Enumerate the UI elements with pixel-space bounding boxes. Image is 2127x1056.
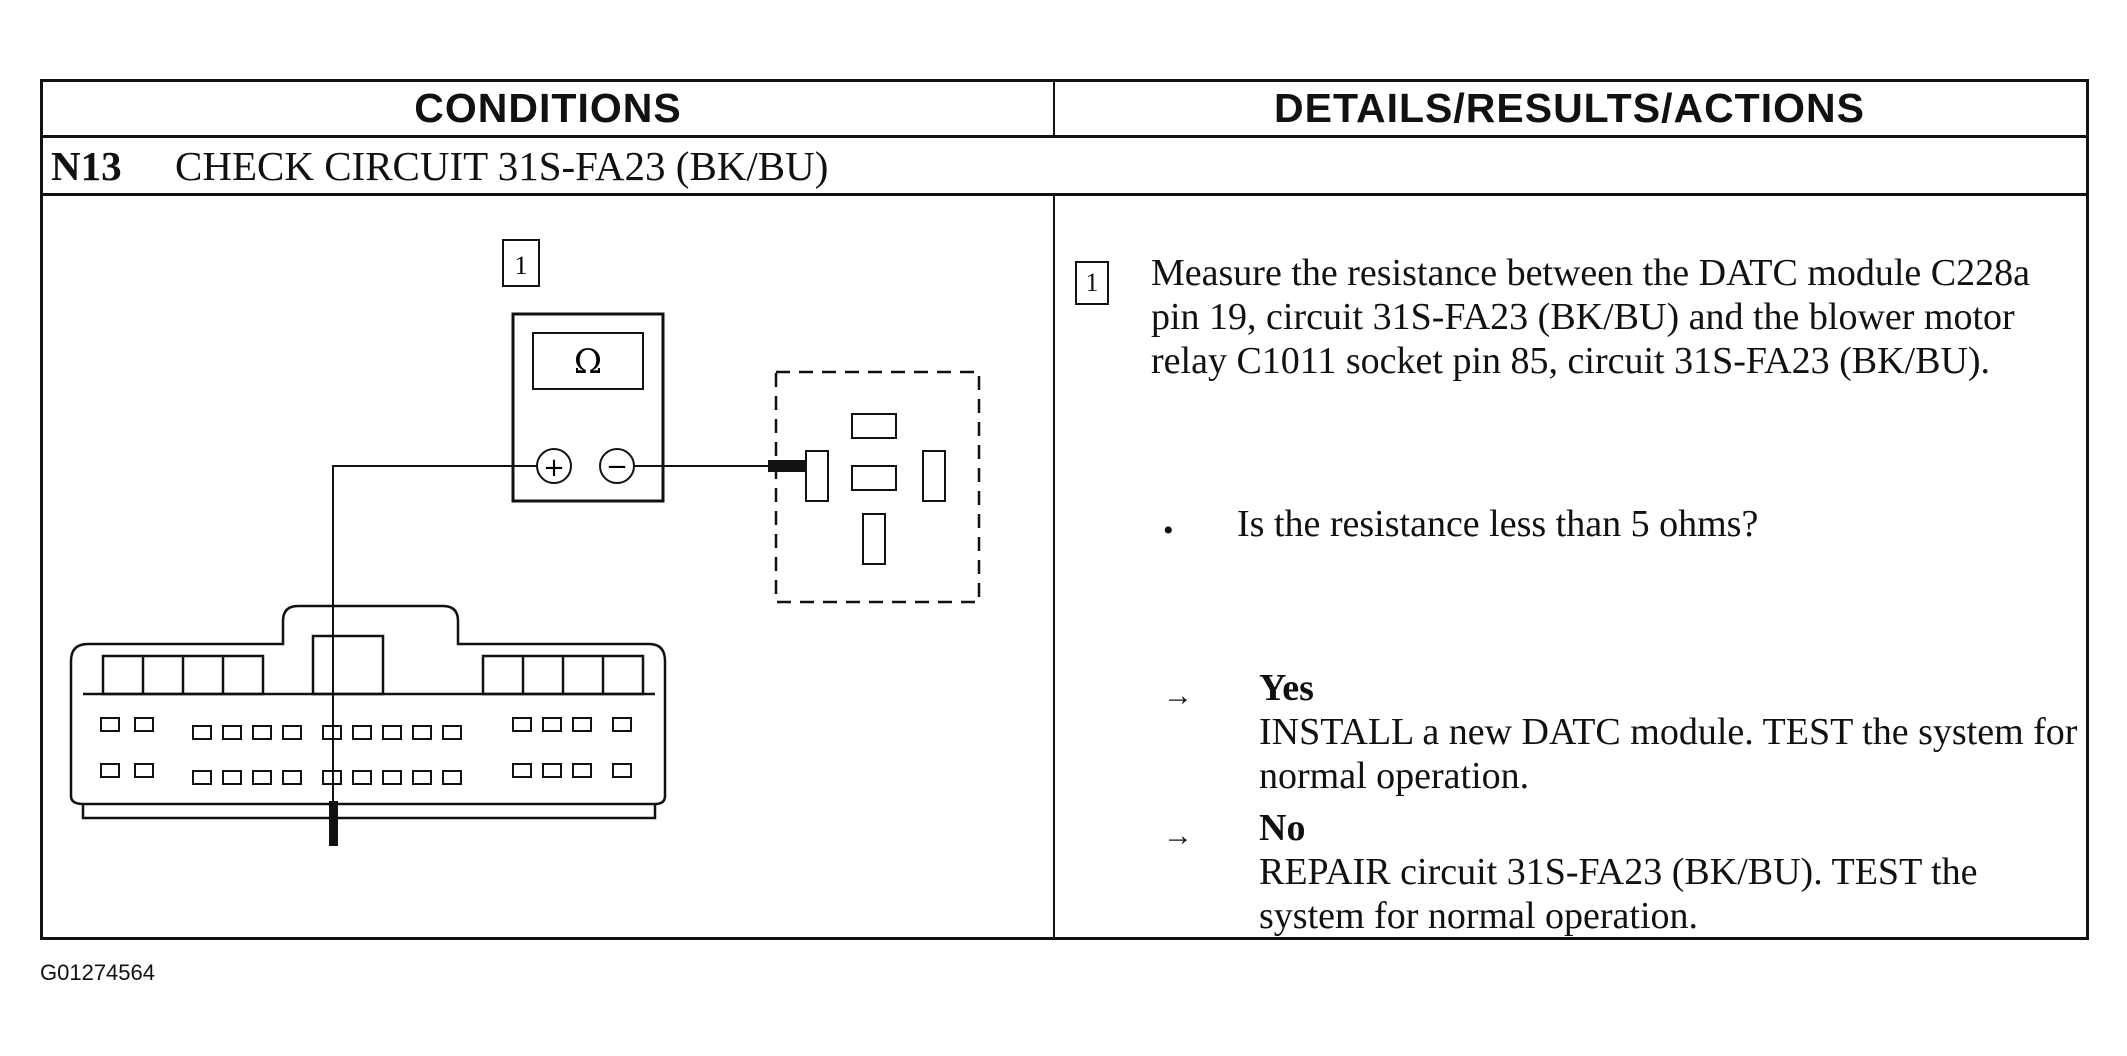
wiring-diagram: 1 Ω + − (43, 196, 1053, 937)
question-text: Is the resistance less than 5 ohms? (1237, 503, 1759, 545)
instruction-text: Measure the resistance between the DATC … (1151, 252, 2031, 382)
column-divider (1053, 196, 1055, 937)
svg-text:−: − (606, 452, 628, 482)
details-panel: 1 Measure the resistance between the DAT… (1055, 196, 2086, 937)
svg-text:1: 1 (515, 251, 528, 280)
relay-probe-tip (768, 460, 808, 472)
bullet: • (1163, 514, 1174, 547)
step-title: CHECK CIRCUIT 31S-FA23 (BK/BU) (175, 143, 829, 189)
yes-arrow-icon: → (1163, 679, 1193, 712)
ohmmeter: Ω + − (511, 312, 665, 503)
blower-relay-socket (774, 370, 981, 604)
no-label: No (1259, 807, 1306, 849)
yes-label: Yes (1259, 667, 1314, 709)
yes-action: INSTALL a new DATC module. TEST the syst… (1259, 711, 2078, 797)
diagram-callout: 1 (502, 239, 540, 287)
figure-code: G01274564 (40, 960, 155, 985)
diagram-svg: 1 Ω + − (69, 239, 981, 846)
datc-connector (69, 604, 667, 820)
header-divider (1053, 82, 1055, 138)
details-callout: 1 (1075, 261, 1109, 305)
step-id: N13 (51, 143, 122, 189)
ohm-icon: Ω (574, 342, 602, 382)
no-action: REPAIR circuit 31S-FA23 (BK/BU). TEST th… (1259, 851, 1978, 937)
module-probe-tip (329, 801, 338, 846)
header-row: CONDITIONS DETAILS/RESULTS/ACTIONS (43, 82, 2086, 138)
details-header: DETAILS/RESULTS/ACTIONS (1274, 85, 1865, 131)
test-leads (332, 465, 773, 836)
conditions-header: CONDITIONS (414, 85, 682, 131)
procedure-table: CONDITIONS DETAILS/RESULTS/ACTIONS N13 C… (40, 79, 2089, 940)
no-arrow-icon: → (1163, 819, 1193, 852)
svg-text:+: + (543, 453, 565, 483)
step-title-row: N13 CHECK CIRCUIT 31S-FA23 (BK/BU) (43, 138, 2086, 196)
